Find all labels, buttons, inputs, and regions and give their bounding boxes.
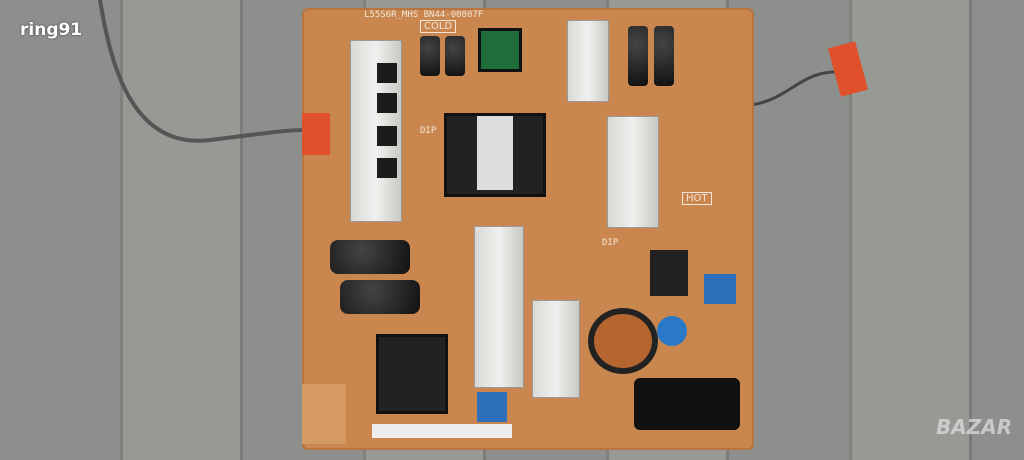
watermark: ring91 bbox=[20, 20, 83, 40]
corner-pad bbox=[302, 384, 346, 444]
heatsink bbox=[567, 20, 609, 102]
connector bbox=[302, 113, 330, 155]
transformer bbox=[376, 334, 448, 414]
capacitor bbox=[420, 36, 440, 76]
common-mode-choke bbox=[650, 250, 688, 296]
capacitor bbox=[654, 26, 674, 86]
dip-label-2: DIP bbox=[602, 238, 619, 248]
barcode-sticker bbox=[372, 424, 512, 438]
capacitor bbox=[445, 36, 465, 76]
transistor bbox=[377, 63, 397, 83]
hot-label: HOT bbox=[682, 192, 712, 205]
capacitor-large bbox=[340, 280, 420, 314]
cold-label: COLD bbox=[420, 20, 457, 33]
capacitor bbox=[628, 26, 648, 86]
power-supply-board: L55S6R_MHS BN44-00807F COLD HOT DIP DIP bbox=[302, 8, 754, 450]
cable-left bbox=[90, 0, 306, 150]
capacitor-blue bbox=[477, 392, 507, 422]
cable-right bbox=[749, 60, 860, 120]
heatsink bbox=[607, 116, 659, 228]
transistor bbox=[377, 93, 397, 113]
transformer-small bbox=[478, 28, 522, 72]
logo: BAZAR bbox=[936, 415, 1013, 439]
transformer-label bbox=[477, 116, 513, 190]
heatsink bbox=[532, 300, 580, 398]
main-transformer bbox=[444, 113, 546, 197]
capacitor-blue bbox=[704, 274, 736, 304]
capacitor-large bbox=[330, 240, 410, 274]
capacitor-blue bbox=[657, 316, 687, 346]
dip-label: DIP bbox=[420, 126, 437, 136]
power-socket bbox=[634, 378, 740, 430]
transistor bbox=[377, 126, 397, 146]
toroid-coil bbox=[594, 314, 652, 368]
heatsink bbox=[474, 226, 524, 388]
transistor bbox=[377, 158, 397, 178]
model-label: L55S6R_MHS BN44-00807F bbox=[364, 10, 484, 20]
